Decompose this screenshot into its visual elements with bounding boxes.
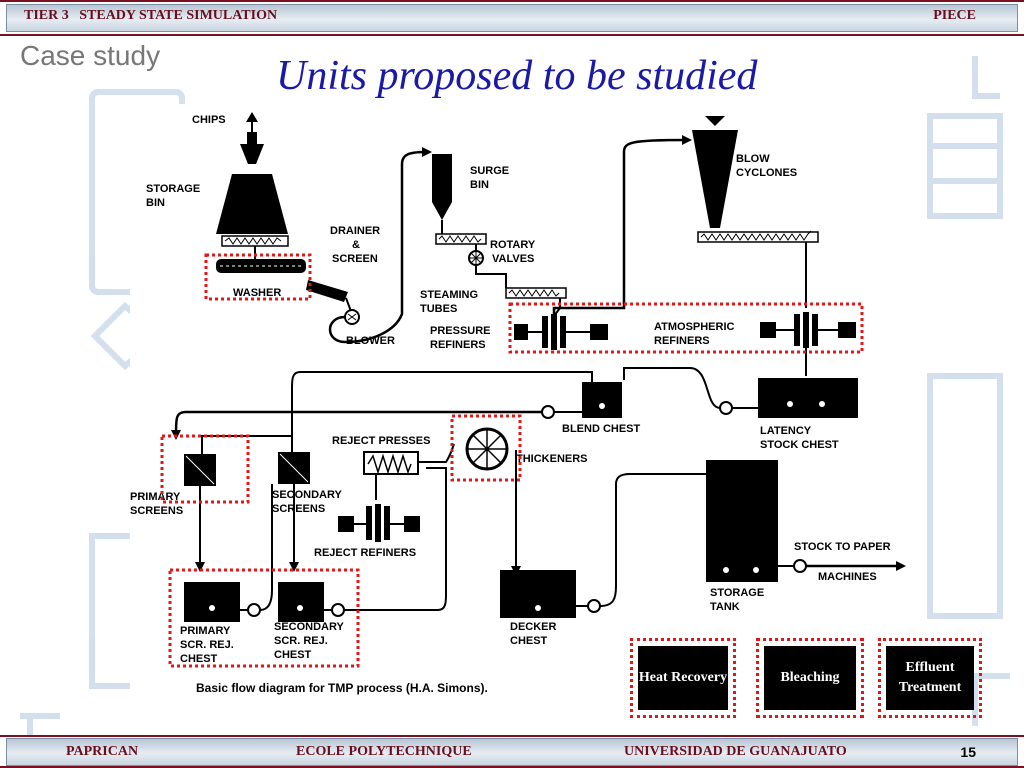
blow-cyclone-shape xyxy=(692,130,738,228)
footer-bar: PAPRICAN ECOLE POLYTECHNIQUE UNIVERSIDAD… xyxy=(0,735,1024,768)
page-number: 15 xyxy=(960,744,976,760)
label-reject-presses: REJECT PRESSES xyxy=(332,435,430,447)
label-rotary-1: ROTARY xyxy=(490,239,536,251)
washer-shape xyxy=(216,259,306,273)
label-primary-chest-1: PRIMARY xyxy=(180,625,231,637)
heat-recovery-label: Heat Recovery xyxy=(638,646,728,710)
highlight-reject-chests xyxy=(168,568,360,668)
label-washer: WASHER xyxy=(233,287,281,299)
footer-organization-3: UNIVERSIDAD DE GUANAJUATO xyxy=(624,744,847,759)
diagram-caption: Basic flow diagram for TMP process (H.A.… xyxy=(196,681,488,695)
highlight-pressure-refiners xyxy=(508,302,864,354)
label-drainer-2: & xyxy=(352,239,360,251)
label-steaming-2: TUBES xyxy=(420,303,457,315)
label-chips: CHIPS xyxy=(192,114,226,126)
label-reject-refiners: REJECT REFINERS xyxy=(314,547,416,559)
label-secondary-screens-1: SECONDARY xyxy=(272,489,343,501)
label-storage-tank-1: STORAGE xyxy=(710,587,764,599)
label-blow-2: CYCLONES xyxy=(736,167,797,179)
label-atmos-2: REFINERS xyxy=(654,335,710,347)
storage-tank-shape xyxy=(706,460,778,582)
bleaching-box: Bleaching xyxy=(756,638,864,718)
heat-recovery-box: Heat Recovery xyxy=(630,638,736,718)
label-rotary-2: VALVES xyxy=(492,253,534,265)
section-label: Case study xyxy=(20,40,161,71)
label-storage-bin-1: STORAGE xyxy=(146,183,200,195)
label-latency-1: LATENCY xyxy=(760,425,812,437)
label-drainer-3: SCREEN xyxy=(332,253,378,265)
label-secondary-screens-2: SCREENS xyxy=(272,503,325,515)
footer-organization-1: PAPRICAN xyxy=(66,744,139,759)
label-thickeners: THICKENERS xyxy=(516,453,588,465)
label-blower: BLOWER xyxy=(346,335,395,347)
label-primary-screens-1: PRIMARY xyxy=(130,491,181,503)
label-surge-1: SURGE xyxy=(470,165,509,177)
label-decker-2: CHEST xyxy=(510,635,548,647)
label-machines: MACHINES xyxy=(818,571,877,583)
label-primary-chest-3: CHEST xyxy=(180,653,218,665)
label-drainer-1: DRAINER xyxy=(330,225,380,237)
label-storage-bin-2: BIN xyxy=(146,197,165,209)
label-secondary-chest-3: CHEST xyxy=(274,649,312,661)
footer-organization-2: ECOLE POLYTECHNIQUE xyxy=(296,744,472,759)
primary-reject-chest-shape xyxy=(184,582,240,622)
effluent-treatment-label: Effluent Treatment xyxy=(886,646,974,710)
header-bar: TIER 3 STEADY STATE SIMULATION PIECE xyxy=(0,0,1024,36)
label-storage-tank-2: TANK xyxy=(710,601,740,613)
label-steaming-1: STEAMING xyxy=(420,289,478,301)
label-stock-to-paper: STOCK TO PAPER xyxy=(794,541,891,553)
blend-chest-shape xyxy=(582,382,622,418)
surge-bin-shape xyxy=(432,154,452,220)
label-primary-screens-2: SCREENS xyxy=(130,505,183,517)
bleaching-label: Bleaching xyxy=(764,646,856,710)
header-course-title: TIER 3 STEADY STATE SIMULATION xyxy=(24,8,278,23)
highlight-primary-screens xyxy=(160,434,250,504)
label-pressure-2: REFINERS xyxy=(430,339,486,351)
label-latency-2: STOCK CHEST xyxy=(760,439,839,451)
effluent-treatment-box: Effluent Treatment xyxy=(878,638,982,718)
highlight-washer xyxy=(204,253,312,301)
label-pressure-1: PRESSURE xyxy=(430,325,491,337)
label-surge-2: BIN xyxy=(470,179,489,191)
latency-chest-shape xyxy=(758,378,858,418)
label-blow-1: BLOW xyxy=(736,153,770,165)
label-atmos-1: ATMOSPHERIC xyxy=(654,321,735,333)
secondary-reject-chest-shape xyxy=(278,582,324,622)
tmp-flow-diagram: CHIPS STORAGE BIN WASHER DRAINER & SCREE… xyxy=(130,104,910,704)
slide-title: Units proposed to be studied xyxy=(276,53,758,99)
label-decker-1: DECKER xyxy=(510,621,557,633)
label-secondary-chest-1: SECONDARY xyxy=(274,621,345,633)
label-blend-chest: BLEND CHEST xyxy=(562,423,641,435)
header-project-name: PIECE xyxy=(933,8,976,23)
storage-bin-shape xyxy=(216,174,288,234)
label-primary-chest-2: SCR. REJ. xyxy=(180,639,234,651)
label-secondary-chest-2: SCR. REJ. xyxy=(274,635,328,647)
